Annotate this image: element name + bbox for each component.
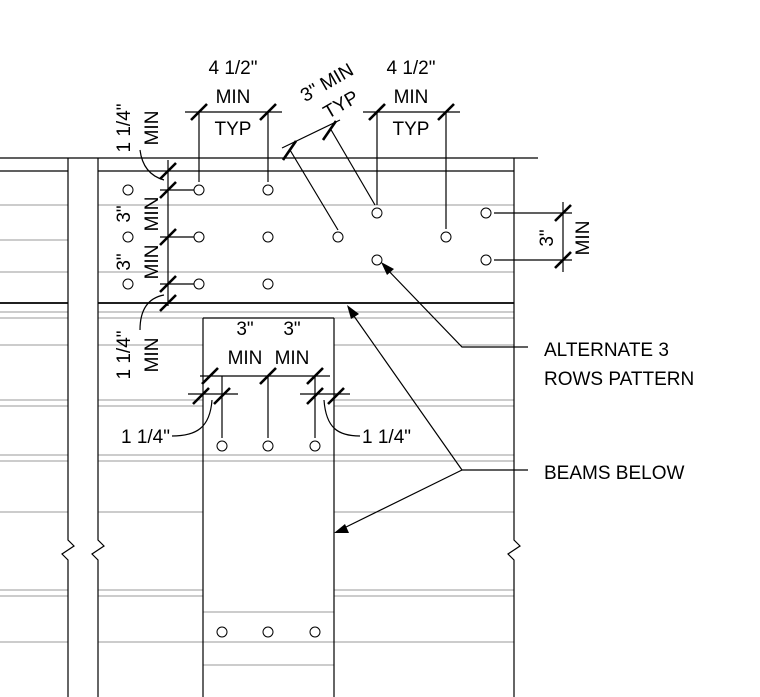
dim-beam-min-2: MIN: [275, 348, 310, 369]
dim-top-left-typ: TYP: [215, 119, 252, 140]
dim-top-left-value: 4 1/2": [208, 58, 257, 79]
dim-beam-spacing-1: 3": [236, 319, 253, 340]
dim-top-right-min: MIN: [394, 87, 429, 108]
note-alternate-line1: ALTERNATE 3: [544, 340, 669, 361]
callout-leaders: [334, 262, 528, 533]
note-beams-below: BEAMS BELOW: [544, 463, 684, 484]
dim-beam-min-1: MIN: [228, 348, 263, 369]
dim-beam-spacing: 3" 3" MIN MIN 1 1/4" 1 1/4": [121, 319, 411, 448]
dim-beam-edge-left: 1 1/4": [121, 427, 170, 448]
dim-left-row-2: 3": [114, 253, 135, 270]
dim-top-right-value: 4 1/2": [386, 58, 435, 79]
dim-beam-edge-right: 1 1/4": [362, 427, 411, 448]
dim-left-edge-top-min: MIN: [142, 111, 163, 146]
dim-left-row-1: 3": [114, 205, 135, 222]
dim-top-right: 4 1/2" MIN TYP: [363, 58, 460, 229]
deck-panel-lines: [0, 204, 514, 666]
arrowhead-alternate: [381, 262, 394, 275]
dim-left-row-1-min: MIN: [142, 197, 163, 232]
dim-left-edge-top: 1 1/4": [114, 103, 135, 152]
dim-beam-spacing-2: 3": [283, 319, 300, 340]
dim-left-stack: 1 1/4" MIN 3" MIN 3" MIN 1 1/4" MIN: [114, 103, 194, 380]
dim-right-row-value: 3": [537, 229, 558, 246]
notes: ALTERNATE 3 ROWS PATTERN BEAMS BELOW: [544, 340, 694, 484]
dim-left-row-2-min: MIN: [142, 245, 163, 280]
fastener-holes: [122, 184, 492, 638]
dim-top-left-min: MIN: [216, 87, 251, 108]
arrowhead-beams-top: [347, 305, 359, 319]
dim-right-row: 3" MIN: [494, 202, 594, 272]
dim-right-row-min: MIN: [573, 221, 594, 256]
arrowhead-beams-bottom: [334, 524, 349, 533]
note-alternate-line2: ROWS PATTERN: [544, 369, 694, 390]
dim-diagonal: 3" MIN TYP: [281, 60, 376, 231]
dim-top-left: 4 1/2" MIN TYP: [185, 58, 282, 182]
dim-left-edge-bottom-min: MIN: [142, 338, 163, 373]
dim-left-edge-bottom: 1 1/4": [114, 330, 135, 379]
dim-top-right-typ: TYP: [393, 119, 430, 140]
